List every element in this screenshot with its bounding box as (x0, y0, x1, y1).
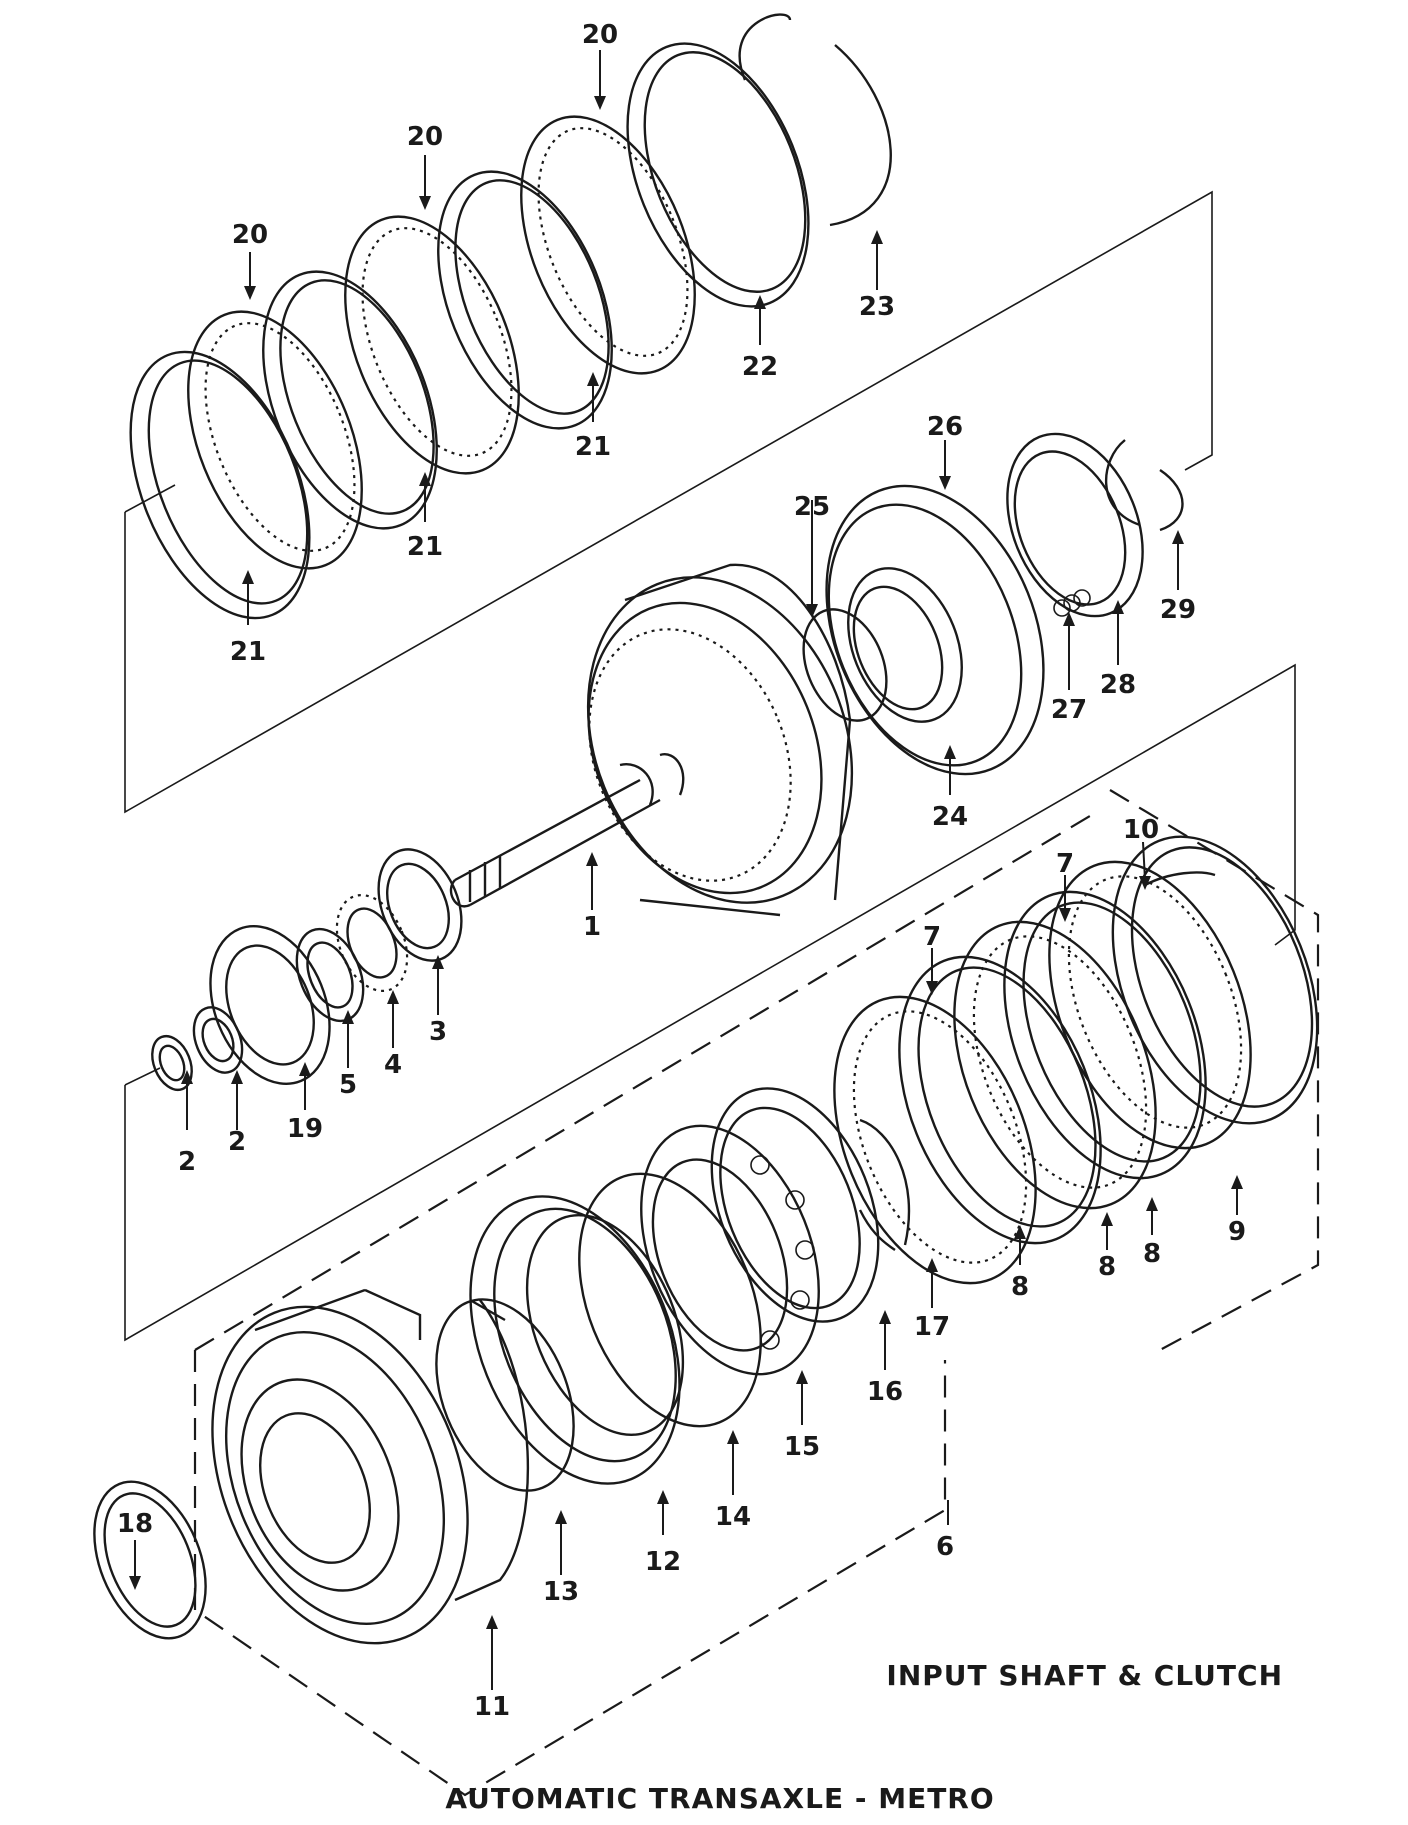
callout-27: 27 (1051, 695, 1087, 725)
callout-labels: 1 2 2 3 4 5 6 7 7 8 8 8 9 10 11 12 13 14… (117, 20, 1246, 1722)
spring-assembly-15 (640, 1124, 820, 1376)
upper-clutch-plates (129, 13, 892, 620)
callout-8-c: 8 (1143, 1239, 1161, 1269)
callout-26: 26 (927, 412, 963, 442)
snap-ring-23 (738, 13, 892, 227)
callout-19: 19 (287, 1114, 323, 1144)
plate-7-b (1003, 890, 1207, 1180)
snap-ring-29 (1105, 439, 1184, 532)
callout-13: 13 (543, 1577, 579, 1607)
plate-20-a (187, 310, 363, 570)
callout-2-b: 2 (228, 1127, 246, 1157)
callout-21-a: 21 (230, 637, 266, 667)
callout-25: 25 (794, 492, 830, 522)
middle-bracket-lead (124, 1067, 161, 1086)
plate-9 (1111, 835, 1319, 1125)
callout-3: 3 (429, 1017, 447, 1047)
callout-20-b: 20 (407, 122, 443, 152)
callout-10: 10 (1123, 815, 1159, 845)
piston-24-26 (825, 484, 1045, 776)
retainer-16 (710, 1087, 880, 1323)
diagram-title: AUTOMATIC TRANSAXLE - METRO (445, 1782, 994, 1815)
springs-27 (1053, 589, 1091, 617)
plate-21-c (437, 170, 613, 430)
snap-ring-10 (1144, 871, 1216, 887)
plate-20-b (344, 215, 520, 475)
callout-14: 14 (715, 1502, 751, 1532)
callout-29: 29 (1160, 595, 1196, 625)
piston-12 (469, 1195, 685, 1485)
seal-13 (435, 1298, 575, 1492)
housing-11 (211, 1288, 530, 1645)
upper-group-bracket (124, 190, 1213, 814)
thrust-washer-3 (377, 848, 463, 962)
seal-14 (578, 1172, 762, 1428)
callout-9: 9 (1228, 1217, 1246, 1247)
callout-8-b: 8 (1098, 1252, 1116, 1282)
callout-16: 16 (867, 1377, 903, 1407)
callout-5: 5 (339, 1070, 357, 1100)
callout-12: 12 (645, 1547, 681, 1577)
callout-6: 6 (936, 1532, 954, 1562)
callout-24: 24 (932, 802, 968, 832)
plate-20-c (520, 115, 696, 375)
thrust-bearing-4 (335, 894, 409, 992)
callout-21-b: 21 (407, 532, 443, 562)
plate-22 (626, 42, 810, 308)
bushing-2 (192, 1006, 244, 1074)
callout-17: 17 (914, 1312, 950, 1342)
callout-23: 23 (859, 292, 895, 322)
callout-11: 11 (474, 1692, 510, 1722)
input-shaft-drum-1 (449, 563, 854, 917)
plate-21-b (262, 270, 438, 530)
callout-18: 18 (117, 1509, 153, 1539)
callout-22: 22 (742, 352, 778, 382)
housing-outline-top (194, 809, 1101, 1351)
seal-2 (151, 1034, 193, 1092)
diagram-subtitle: INPUT SHAFT & CLUTCH (886, 1659, 1283, 1692)
callout-20-c: 20 (582, 20, 618, 50)
o-ring-25 (802, 608, 888, 722)
callout-15: 15 (784, 1432, 820, 1462)
plate-8-c (1048, 860, 1252, 1150)
plate-8-a (833, 995, 1037, 1285)
callout-1: 1 (583, 912, 601, 942)
leader-arrows (129, 50, 1243, 1690)
middle-group-bracket (124, 663, 1296, 1342)
callout-2-a: 2 (178, 1147, 196, 1177)
plate-8-b (953, 920, 1157, 1210)
callout-28: 28 (1100, 670, 1136, 700)
upper-bracket-lead (124, 484, 176, 513)
callout-7-b: 7 (1056, 849, 1074, 879)
plate-21-front (129, 350, 311, 620)
housing-assembly-6-outline (193, 1350, 947, 1797)
plate-19 (209, 925, 331, 1085)
callout-8-a: 8 (1011, 1272, 1029, 1302)
callout-21-c: 21 (575, 432, 611, 462)
lower-clutch-plates (833, 835, 1319, 1285)
callout-4: 4 (384, 1050, 402, 1080)
callout-20-a: 20 (232, 220, 268, 250)
snap-ring-18 (93, 1480, 207, 1640)
snap-ring-17 (858, 1118, 911, 1251)
callout-7-a: 7 (923, 922, 941, 952)
